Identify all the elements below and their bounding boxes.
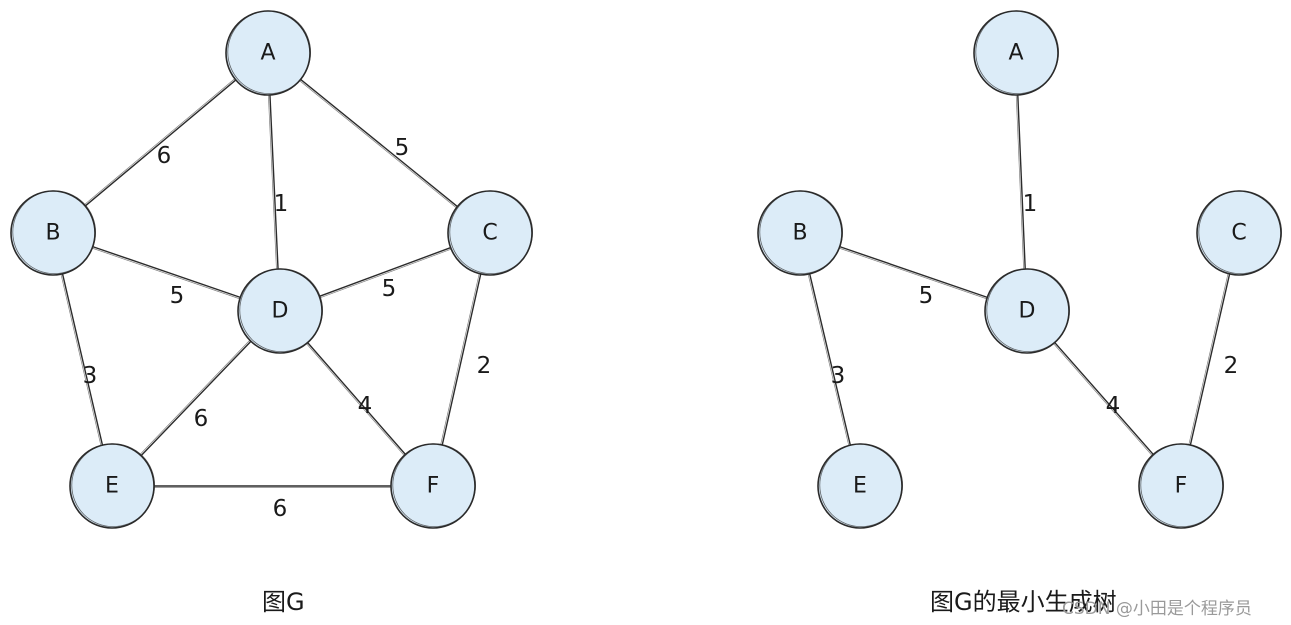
edge-sketch-stroke <box>90 247 242 300</box>
edge-weight-b-d: 5 <box>170 283 185 309</box>
edge-sketch-stroke <box>138 338 252 457</box>
edge-sketch-stroke <box>60 272 102 448</box>
edge-d-e <box>139 339 253 458</box>
edge-sketch-stroke <box>1015 93 1025 272</box>
edge-c-f <box>441 271 482 448</box>
node-label-e: E <box>105 474 119 499</box>
node-d: D <box>237 268 324 354</box>
node-layer: A B C D E F <box>10 10 534 529</box>
edge-a-c <box>298 77 460 209</box>
edge-sketch-stroke <box>837 247 989 300</box>
edge-d-f <box>305 340 408 457</box>
node-d: D <box>984 268 1070 354</box>
graph-g: 6 1 5 5 5 3 6 4 2 6 A B C D E F <box>10 10 534 529</box>
edge-weight-c-f: 2 <box>1224 353 1239 379</box>
edge-weight-c-f: 2 <box>477 353 492 379</box>
edge-weight-d-f: 4 <box>1106 393 1121 419</box>
node-f: F <box>390 443 477 529</box>
node-sketch-stroke <box>227 10 312 95</box>
node-sketch-stroke <box>12 190 97 274</box>
edge-d-c <box>317 246 453 298</box>
node-b: B <box>757 190 843 276</box>
edge-d-f <box>1052 340 1156 457</box>
node-e: E <box>69 443 155 529</box>
edge-sketch-stroke <box>807 272 850 448</box>
edge-b-d <box>90 245 243 299</box>
edge-sketch-stroke <box>297 79 459 210</box>
watermark: CSDN @小田是个程序员 <box>1062 599 1252 619</box>
node-label-b: B <box>792 221 807 246</box>
edge-sketch-stroke <box>304 341 406 458</box>
node-sketch-stroke <box>986 268 1070 353</box>
node-label-f: F <box>1175 474 1188 499</box>
edge-weight-a-b: 6 <box>157 143 172 169</box>
node-sketch-stroke <box>392 443 477 528</box>
edge-weight-d-e: 6 <box>194 406 209 432</box>
edge-c-f <box>1189 271 1231 448</box>
node-label-e: E <box>853 474 867 499</box>
node-c: C <box>447 190 534 276</box>
node-label-a: A <box>260 41 275 66</box>
node-e: E <box>817 443 903 529</box>
node-layer: A B C D E F <box>757 10 1282 529</box>
edge-weight-e-f: 6 <box>273 496 288 522</box>
caption-graph-g: 图G <box>262 588 305 616</box>
node-sketch-stroke <box>449 190 534 274</box>
node-f: F <box>1138 443 1224 529</box>
node-a: A <box>973 10 1059 96</box>
edge-weight-b-e: 3 <box>831 363 846 389</box>
edge-weight-a-c: 5 <box>395 135 410 161</box>
edge-weight-b-d: 5 <box>919 283 934 309</box>
edge-weight-b-e: 3 <box>83 363 98 389</box>
node-sketch-stroke <box>239 268 324 353</box>
edge-sketch-stroke <box>1051 341 1154 458</box>
edge-weight-d-f: 4 <box>358 393 373 419</box>
edge-layer: 1 5 3 4 2 <box>807 92 1239 458</box>
node-label-c: C <box>1231 221 1246 246</box>
edge-layer: 6 1 5 5 5 3 6 4 2 6 <box>60 77 492 522</box>
edge-weight-d-c: 5 <box>382 276 397 302</box>
caption-graph-mst: 图G的最小生成树 <box>930 588 1117 616</box>
node-sketch-stroke <box>71 443 155 528</box>
node-sketch-stroke <box>1140 443 1224 528</box>
node-label-a: A <box>1008 41 1023 66</box>
edge-sketch-stroke <box>317 248 454 299</box>
node-sketch-stroke <box>819 443 903 528</box>
edge-b-e <box>61 271 104 448</box>
edge-b-e <box>808 271 852 448</box>
node-label-b: B <box>45 221 60 246</box>
node-label-d: D <box>1019 299 1036 324</box>
edge-sketch-stroke <box>82 77 237 207</box>
edge-weight-a-d: 1 <box>274 191 289 217</box>
node-label-d: D <box>272 299 289 324</box>
node-sketch-stroke <box>1198 190 1282 274</box>
node-c: C <box>1196 190 1282 276</box>
edge-sketch-stroke <box>267 93 277 272</box>
node-label-f: F <box>427 474 440 499</box>
edge-a-b <box>83 78 238 208</box>
node-b: B <box>10 190 97 276</box>
edge-weight-a-d: 1 <box>1023 191 1038 217</box>
node-sketch-stroke <box>759 190 843 274</box>
graph-mst: 1 5 3 4 2 A B C D E F <box>757 10 1282 529</box>
node-sketch-stroke <box>975 10 1059 95</box>
edge-a-d <box>269 92 279 272</box>
edge-b-d <box>837 245 990 299</box>
node-label-c: C <box>482 221 497 246</box>
edge-sketch-stroke <box>439 271 480 447</box>
edge-a-d <box>1017 92 1026 272</box>
edge-sketch-stroke <box>1188 271 1229 447</box>
node-a: A <box>225 10 312 96</box>
